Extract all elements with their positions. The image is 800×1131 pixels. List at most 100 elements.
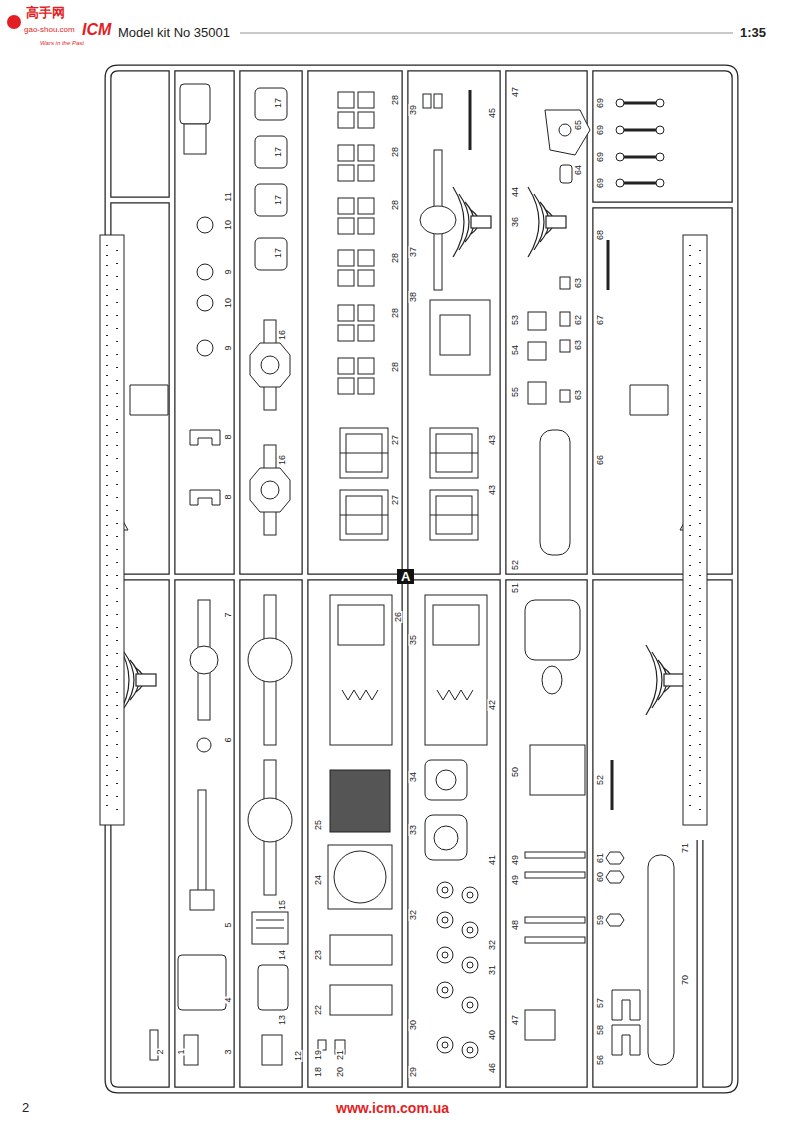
callout-number: 47: [511, 1014, 520, 1026]
sprue-line: [607, 240, 610, 290]
sprue-line: [616, 179, 664, 187]
sprue-line: [525, 872, 585, 878]
sprue-line: [340, 428, 388, 478]
callout-number: 61: [596, 852, 605, 864]
sprue-line: [528, 342, 546, 360]
sprue-line: [338, 92, 374, 128]
sprue-line: [462, 922, 478, 938]
sprue-line: [338, 145, 374, 181]
sprue-line: [255, 238, 287, 270]
callout-number: 9: [224, 268, 233, 275]
callout-number: 69: [596, 124, 605, 136]
sprue-line: [338, 198, 374, 234]
sprue-line: [425, 760, 467, 800]
callout-number: 56: [596, 1054, 605, 1066]
sprue-line: [340, 490, 388, 540]
callout-number: 7: [224, 611, 233, 618]
sprue-line: [525, 852, 585, 858]
sprue-line: [434, 826, 458, 850]
callout-number: 49: [511, 874, 520, 886]
callout-number: 47: [511, 86, 520, 98]
callout-number: 39: [409, 104, 418, 116]
sprue-line: [616, 153, 664, 161]
callout-number: 14: [278, 949, 287, 961]
sprue-line: [462, 887, 478, 903]
callout-number: 28: [391, 94, 400, 106]
sprue-line: [250, 320, 290, 410]
callout-number: 52: [511, 559, 520, 571]
kit-title: Model kit No 35001: [118, 26, 230, 39]
callout-number: 34: [409, 771, 418, 783]
callout-number: 32: [409, 909, 418, 921]
callout-number: 12: [294, 1050, 303, 1062]
sprue-line: [560, 165, 572, 183]
sprue-line: [530, 745, 585, 795]
sprue-line: [330, 985, 392, 1015]
callout-number: 63: [574, 389, 583, 401]
callout-number: 20: [336, 1066, 345, 1078]
sprue-line: [255, 88, 287, 120]
sprue-line: [437, 1037, 453, 1053]
sprue-line: [338, 250, 374, 286]
callout-number: 69: [596, 97, 605, 109]
sprue-line: [469, 90, 472, 150]
callout-number: 6: [224, 736, 233, 743]
callout-number: 26: [394, 611, 403, 623]
sprue-line: [528, 312, 546, 330]
callout-number: 28: [391, 252, 400, 264]
sprue-line: [190, 490, 220, 505]
sprue-line: [423, 94, 431, 108]
sprue-line: [437, 912, 453, 928]
sprue-line: [7, 15, 21, 29]
sprue-line: [606, 852, 624, 864]
sprue-line: [560, 390, 570, 402]
sprue-line: [338, 605, 384, 645]
callout-number: 21: [336, 1049, 345, 1061]
sprue-line: [611, 760, 614, 810]
callout-number: 19: [314, 1049, 323, 1061]
callout-number: 42: [488, 699, 497, 711]
callout-number: 29: [409, 1066, 418, 1078]
callout-number: 45: [488, 107, 497, 119]
callout-number: 71: [681, 842, 690, 854]
sprue-line: [420, 206, 456, 234]
sprue-line: [559, 124, 571, 136]
callout-number: 38: [409, 291, 418, 303]
callout-number: 16: [278, 454, 287, 466]
callout-number: 64: [574, 164, 583, 176]
sprue-line: [462, 957, 478, 973]
sprue-line: [436, 770, 456, 790]
callout-number: 37: [409, 246, 418, 258]
callout-number: 63: [574, 339, 583, 351]
sprue-line: [342, 690, 378, 700]
scale-label: 1:35: [740, 26, 766, 39]
callout-number: 10: [224, 219, 233, 231]
sprue-line: [180, 84, 210, 124]
callout-number: 28: [391, 146, 400, 158]
sprue-line: [256, 920, 284, 921]
watermark: gao-shou.com: [24, 26, 75, 34]
callout-number: 3: [224, 1048, 233, 1055]
callout-number: 57: [596, 997, 605, 1009]
callout-number: 36: [511, 216, 520, 228]
callout-number: 55: [511, 386, 520, 398]
brand-tagline: Wars in the Past: [40, 40, 84, 46]
sprue-line: [197, 340, 213, 356]
sprue-line: [248, 638, 292, 682]
callout-number: 16: [278, 329, 287, 341]
sprue-line: [330, 595, 392, 745]
callout-number: 17: [274, 194, 283, 206]
sprue-line: [437, 882, 453, 898]
sprue-line: [425, 595, 487, 745]
sprue-line: [255, 184, 287, 216]
callout-number: 17: [274, 247, 283, 259]
sprue-line: [437, 690, 473, 700]
callout-number: 66: [596, 454, 605, 466]
sprue-line: [334, 851, 386, 903]
sprue-line: [528, 187, 566, 257]
sprue-letter: A: [397, 569, 414, 584]
sprue-line: [542, 666, 562, 694]
sprue-line: [184, 1035, 198, 1065]
sprue-line: [248, 798, 292, 842]
